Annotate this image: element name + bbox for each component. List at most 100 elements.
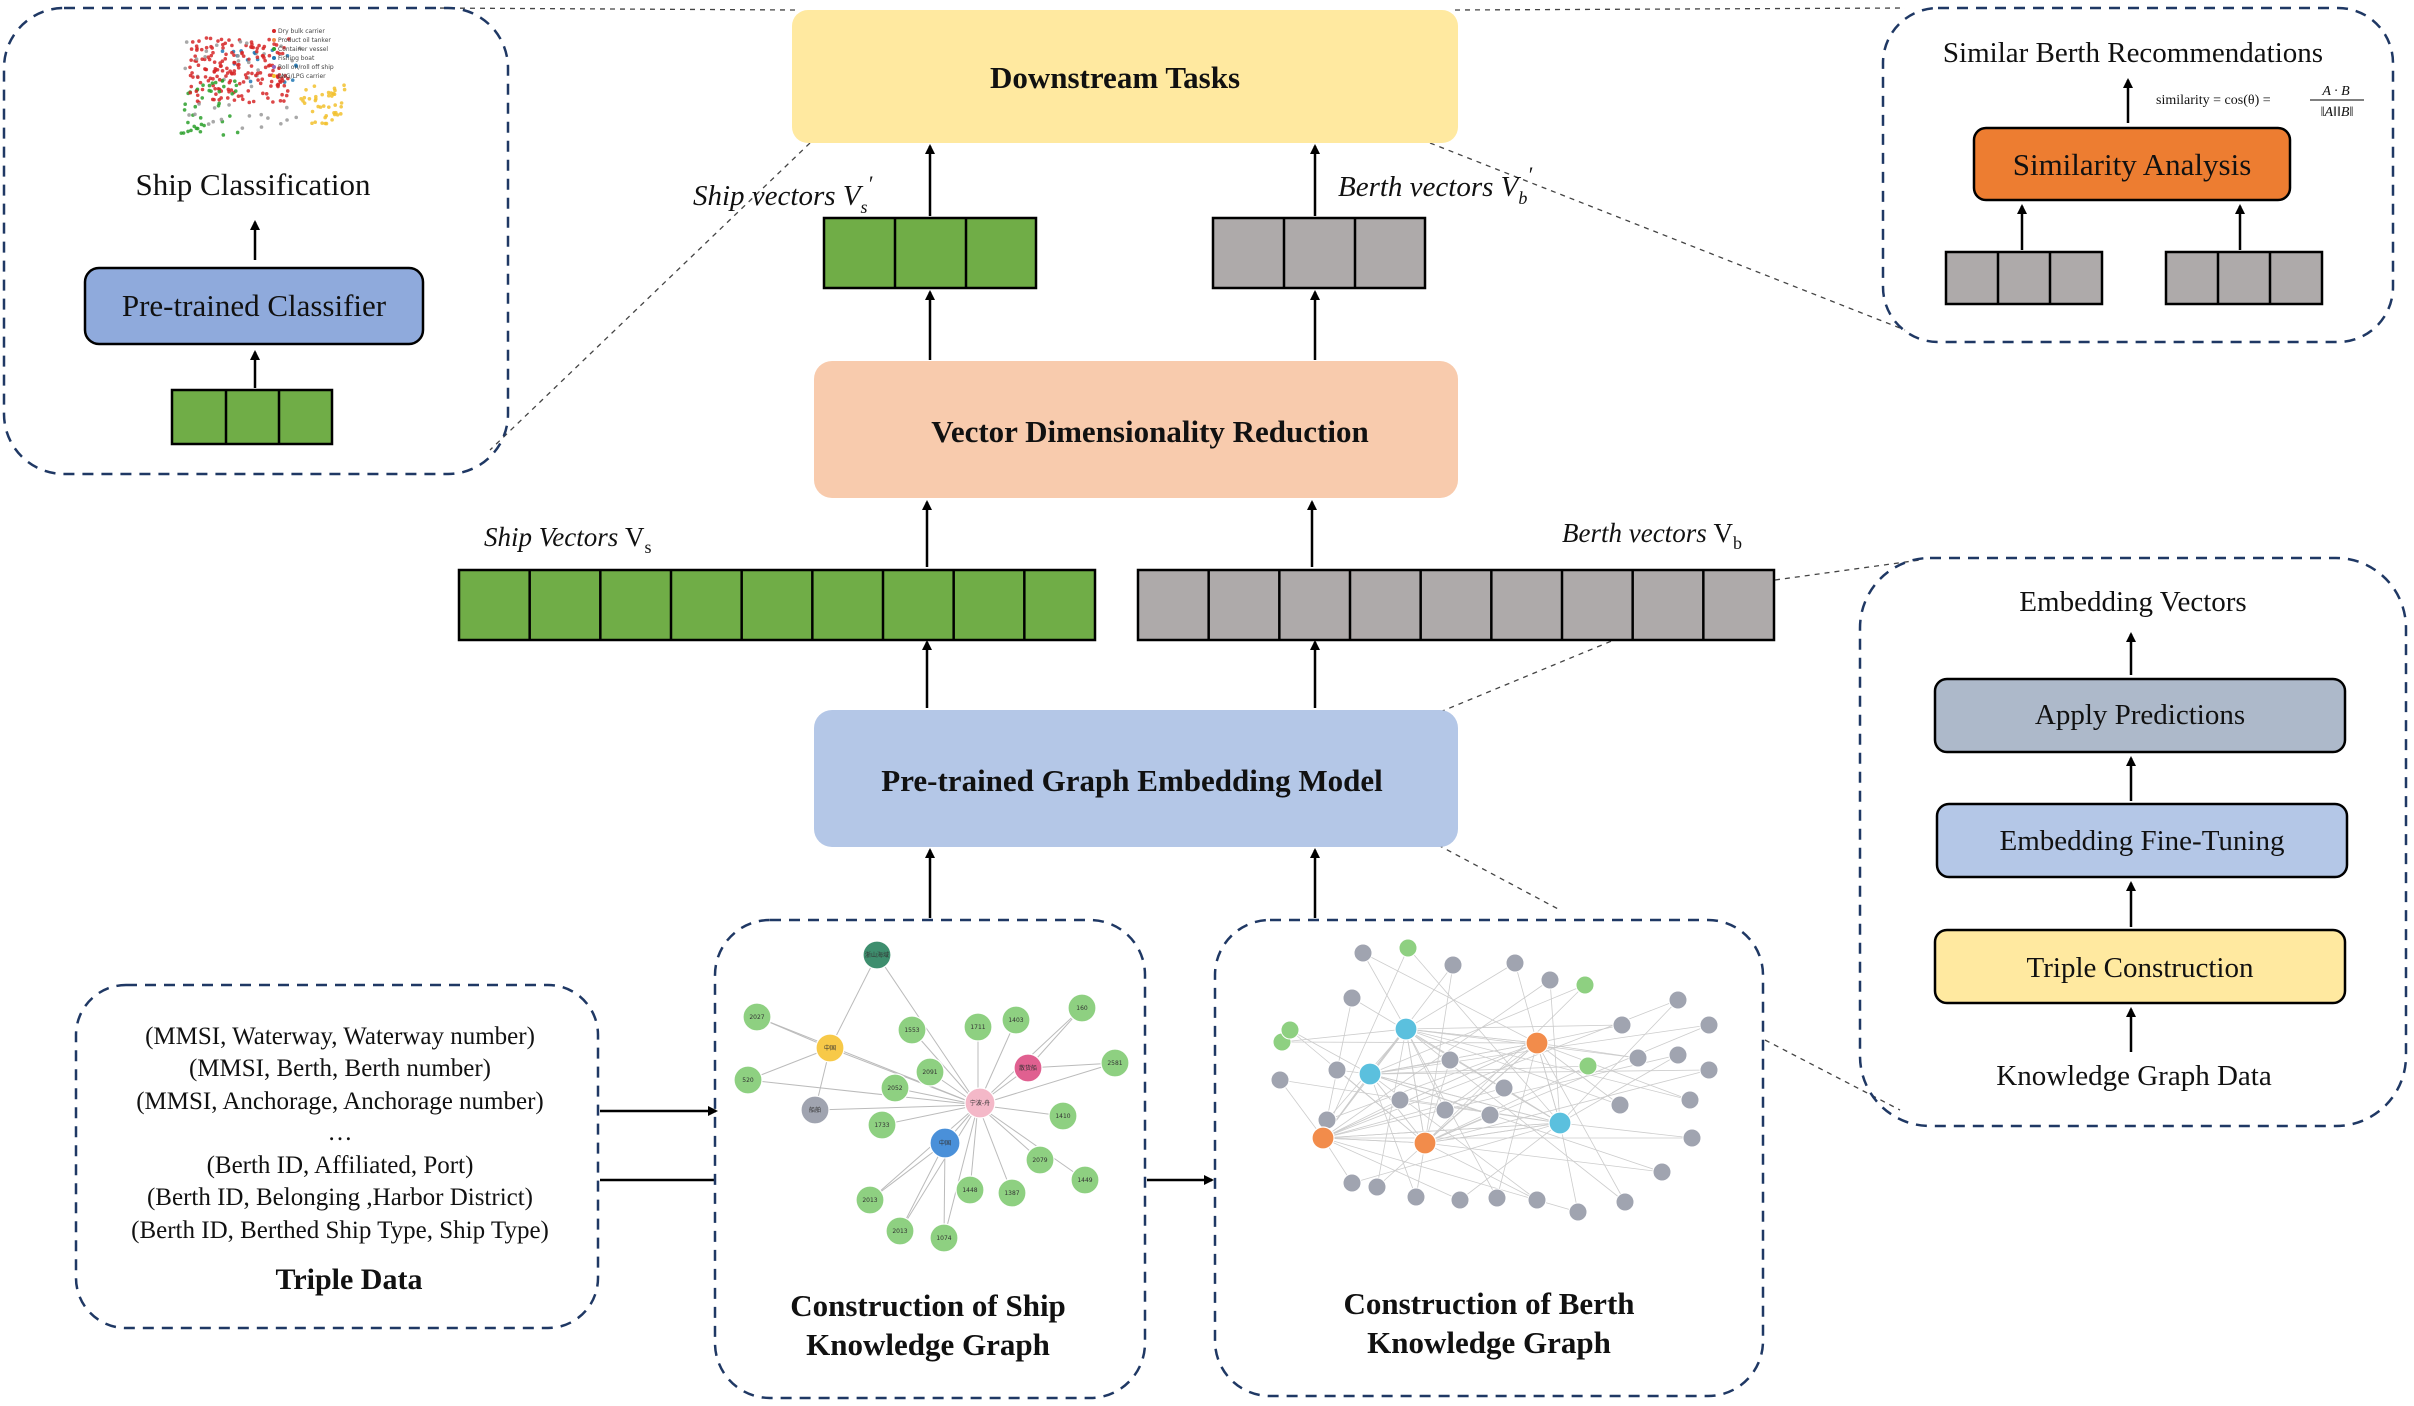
ship-classification-panel: Dry bulk carrier Product oil tanker Cont…	[2, 6, 510, 476]
svg-text:Dry bulk carrier: Dry bulk carrier	[278, 28, 325, 35]
svg-text:Container vessel: Container vessel	[278, 46, 328, 53]
berth-knowledge-graph	[1270, 938, 1719, 1222]
embedding-finetuning-box	[1935, 802, 2349, 879]
ship-kg-node	[929, 1127, 961, 1159]
berth-kg-node	[1342, 988, 1362, 1008]
leader-lines	[429, 7, 1921, 1111]
berth-kg-hub-node	[1525, 1031, 1549, 1055]
ship-kg-node-label: 1403	[1008, 1017, 1023, 1024]
embedding-vectors-label: Embedding Vectors	[2019, 586, 2246, 618]
berth-kg-node	[1443, 955, 1463, 975]
ship-kg-node	[897, 1015, 927, 1045]
ship-vector-full	[457, 568, 1097, 642]
berth-vector-full	[1136, 568, 1776, 642]
knowledge-graph-data-label: Knowledge Graph Data	[1996, 1060, 2272, 1092]
ship-kg-node-label: 520	[742, 1077, 754, 1084]
berth-kg-node	[1342, 1173, 1362, 1193]
ship-kg-node	[867, 1110, 897, 1140]
downstream-tasks-box: Downstream Tasks	[792, 10, 1458, 143]
svg-text:Embedding Fine-Tuning: Embedding Fine-Tuning	[2000, 825, 2285, 857]
berth-kg-node	[1505, 953, 1525, 973]
svg-text:Roll on/roll off ship: Roll on/roll off ship	[278, 64, 334, 71]
ship-kg-node	[733, 1065, 763, 1095]
ship-kg-node-label: 散货船	[1019, 1064, 1037, 1072]
ship-kg-node-label: 2013	[862, 1197, 877, 1204]
berth-kg-node	[1578, 1056, 1598, 1076]
berth-kg-node	[1390, 1090, 1410, 1110]
svg-text:Triple Construction: Triple Construction	[2027, 952, 2254, 984]
berth-kg-node	[1317, 1110, 1337, 1130]
cosine-formula: similarity = cos(θ) = A · B ‖A‖‖B‖	[2156, 84, 2364, 120]
berth-kg-node	[1270, 1070, 1290, 1090]
svg-text:(MMSI, Berth, Berth number): (MMSI, Berth, Berth number)	[189, 1055, 491, 1082]
ship-kg-node	[880, 1073, 910, 1103]
ship-kg-node-label: 1448	[962, 1187, 977, 1194]
berth-kg-node	[1280, 1020, 1300, 1040]
berth-kg-node	[1540, 970, 1560, 990]
ship-kg-node	[955, 1175, 985, 1205]
ship-kg-node-label: 中国	[939, 1139, 951, 1147]
triple-data-title: Triple Data	[276, 1263, 423, 1296]
svg-text:Product oil tanker: Product oil tanker	[278, 37, 331, 44]
berth-kg-hub-node	[1311, 1126, 1335, 1150]
ship-kg-node	[929, 1223, 959, 1253]
ship-kg-node-label: 1449	[1077, 1177, 1092, 1184]
svg-text:…: …	[328, 1119, 353, 1146]
berth-kg-node	[1652, 1162, 1672, 1182]
berth-kg-node	[1480, 1105, 1500, 1125]
berth-kg-node	[1699, 1015, 1719, 1035]
similar-berth-title: Similar Berth Recommendations	[1943, 37, 2323, 69]
svg-text:LNG/LPG carrier: LNG/LPG carrier	[278, 73, 326, 80]
berth-kg-node	[1435, 1100, 1455, 1120]
svg-text:similarity = cos(θ) =: similarity = cos(θ) =	[2156, 93, 2271, 108]
similarity-analysis-box	[1972, 126, 2292, 202]
ship-kg-node-label: 中国	[824, 1044, 836, 1052]
berth-kg-node	[1367, 1177, 1387, 1197]
dimensionality-reduction-box: Vector Dimensionality Reduction	[814, 361, 1458, 498]
ship-kg-node	[1067, 993, 1097, 1023]
berth-kg-node	[1487, 1188, 1507, 1208]
ship-classification-title: Ship Classification	[135, 167, 371, 202]
ship-kg-node	[964, 1087, 996, 1119]
graph-embedding-model-box: Pre-trained Graph Embedding Model	[814, 710, 1458, 847]
svg-text:Apply Predictions: Apply Predictions	[2035, 699, 2245, 731]
ship-kg-node	[1100, 1048, 1130, 1078]
berth-kg-node	[1628, 1048, 1648, 1068]
berth-kg-node	[1615, 1192, 1635, 1212]
similarity-analysis-label: Similarity Analysis	[2013, 147, 2252, 182]
ship-kg-node	[1001, 1005, 1031, 1035]
svg-text:A · B: A · B	[2321, 84, 2350, 99]
berth-kg-node	[1568, 1202, 1588, 1222]
svg-text:(MMSI, Anchorage, Anchorage nu: (MMSI, Anchorage, Anchorage number)	[136, 1088, 544, 1115]
berth-kg-node	[1699, 1060, 1719, 1080]
apply-predictions-box	[1933, 677, 2347, 754]
svg-text:(MMSI, Waterway, Waterway numb: (MMSI, Waterway, Waterway number)	[145, 1023, 535, 1050]
pre-trained-classifier-label: Pre-trained Classifier	[122, 288, 387, 323]
berth-kg-node	[1575, 975, 1595, 995]
berth-kg-hub-node	[1548, 1111, 1572, 1135]
svg-text:Vector Dimensionality Reductio: Vector Dimensionality Reduction	[931, 414, 1368, 449]
berth-kg-hub-node	[1394, 1017, 1418, 1041]
classifier-input-vector	[170, 388, 334, 446]
svg-text:Knowledge Graph: Knowledge Graph	[806, 1327, 1050, 1362]
ship-kg-node-label: 1074	[936, 1235, 951, 1242]
ship-kg-node	[862, 940, 892, 970]
embedding-pipeline-panel: Embedding Vectors Apply Predictions Embe…	[1858, 556, 2408, 1128]
ship-kg-node	[800, 1095, 830, 1125]
tsne-scatter-thumbnail	[179, 29, 347, 137]
ship-kg-node-label: 2052	[887, 1085, 902, 1092]
berth-kg-node	[1668, 990, 1688, 1010]
ship-kg-node	[997, 1178, 1027, 1208]
ship-kg-node-label: 1553	[904, 1027, 919, 1034]
ship-kg-node-label: 宁波-舟	[970, 1099, 990, 1107]
berth-kg-node	[1440, 1050, 1460, 1070]
berth-kg-node	[1353, 943, 1373, 963]
berth-vector-reduced	[1211, 216, 1427, 290]
ship-kg-node-label: 160	[1076, 1005, 1088, 1012]
svg-text:(Berth ID, Berthed Ship Type,: (Berth ID, Berthed Ship Type, Ship Type)	[131, 1217, 549, 1244]
ship-kg-node-label: 2581	[1107, 1060, 1122, 1067]
berth-kg-panel: Construction of Berth Knowledge Graph	[1213, 918, 1765, 1398]
